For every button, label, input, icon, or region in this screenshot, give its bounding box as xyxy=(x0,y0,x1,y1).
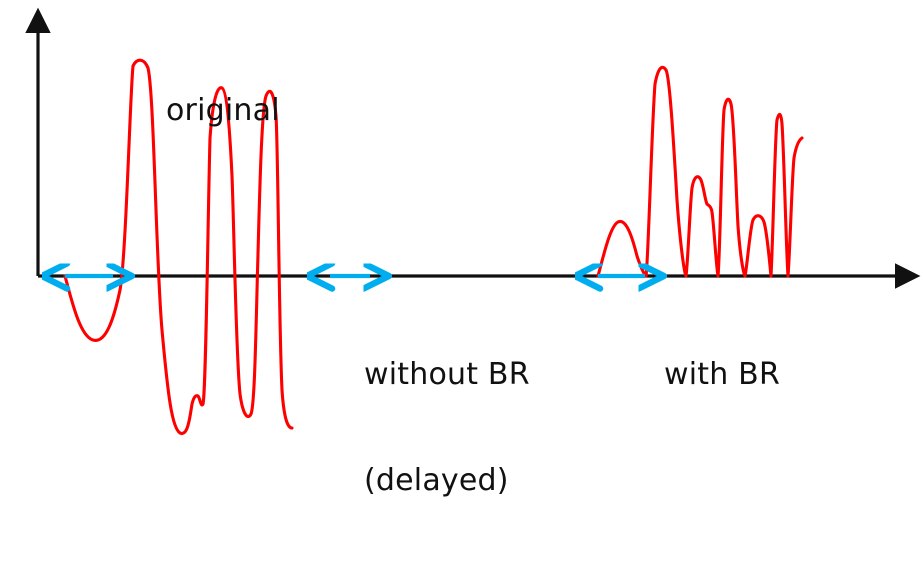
label-without-br-line1: without BR xyxy=(364,356,530,392)
label-with-br-text: with BR xyxy=(664,356,781,392)
label-with-br: with BR xyxy=(664,286,780,463)
signal-diagram-svg xyxy=(25,7,921,435)
figure-canvas: original without BR (delayed) with BR xyxy=(25,7,921,498)
signal-traces xyxy=(63,58,804,435)
signal-trace-original xyxy=(63,58,294,435)
label-without-br-line2: (delayed) xyxy=(364,462,509,498)
label-original-text: original xyxy=(166,92,280,128)
label-original: original xyxy=(166,22,280,199)
axes xyxy=(25,7,921,289)
signal-trace-with-br xyxy=(596,65,804,278)
label-without-br: without BR (delayed) xyxy=(364,286,530,569)
